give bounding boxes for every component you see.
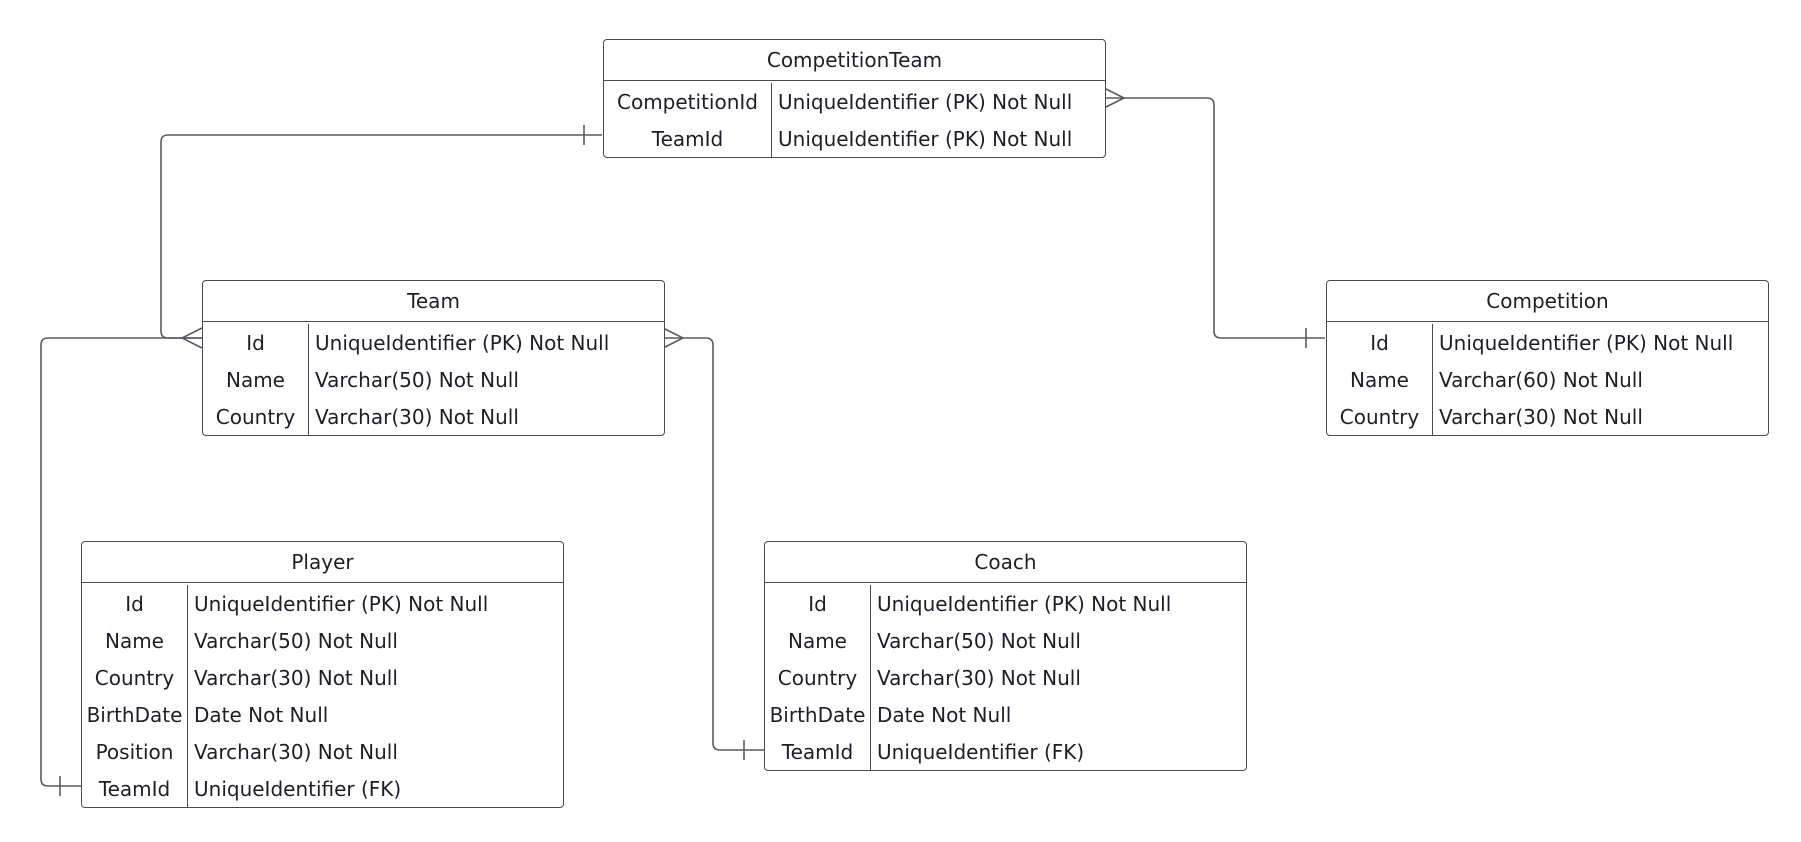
field-row: Name Varchar(50) Not Null	[82, 622, 563, 659]
entity-competitionteam[interactable]: CompetitionTeam CompetitionId UniqueIden…	[603, 39, 1106, 158]
field-type: Varchar(30) Not Null	[315, 404, 519, 429]
entity-title: Player	[82, 542, 563, 583]
entity-title: Coach	[765, 542, 1246, 583]
field-row: Country Varchar(30) Not Null	[1327, 398, 1768, 435]
field-type: Varchar(60) Not Null	[1439, 367, 1643, 392]
field-row: Name Varchar(50) Not Null	[765, 622, 1246, 659]
field-name: CompetitionId	[604, 83, 772, 120]
field-name: Id	[765, 585, 871, 622]
field-type: Varchar(50) Not Null	[877, 628, 1081, 653]
field-name: Name	[203, 361, 309, 398]
field-name: Name	[765, 622, 871, 659]
field-row: Id UniqueIdentifier (PK) Not Null	[765, 585, 1246, 622]
many-crowfoot-marker	[662, 327, 685, 349]
field-row: BirthDate Date Not Null	[765, 696, 1246, 733]
field-name: Country	[1327, 398, 1433, 435]
field-row: CompetitionId UniqueIdentifier (PK) Not …	[604, 83, 1105, 120]
field-type: Varchar(30) Not Null	[194, 665, 398, 690]
relationship-competition-competitionteam	[1103, 87, 1325, 348]
field-type: UniqueIdentifier (PK) Not Null	[877, 591, 1172, 616]
field-name: Name	[1327, 361, 1433, 398]
field-name: TeamId	[82, 770, 188, 807]
field-name: Position	[82, 733, 188, 770]
entity-player[interactable]: Player Id UniqueIdentifier (PK) Not Null…	[81, 541, 564, 808]
relationship-team-player	[40, 337, 202, 796]
field-name: Id	[203, 324, 309, 361]
field-name: Country	[203, 398, 309, 435]
field-name: TeamId	[765, 733, 871, 770]
field-name: TeamId	[604, 120, 772, 157]
field-row: Country Varchar(30) Not Null	[203, 398, 664, 435]
field-type: UniqueIdentifier (PK) Not Null	[1439, 330, 1734, 355]
entity-team[interactable]: Team Id UniqueIdentifier (PK) Not Null N…	[202, 280, 665, 436]
field-row: TeamId UniqueIdentifier (FK)	[765, 733, 1246, 770]
field-name: Country	[82, 659, 188, 696]
field-row: Country Varchar(30) Not Null	[82, 659, 563, 696]
field-type: UniqueIdentifier (FK)	[194, 776, 402, 801]
field-type: Date Not Null	[194, 702, 329, 727]
field-type: Varchar(30) Not Null	[1439, 404, 1643, 429]
field-type: UniqueIdentifier (PK) Not Null	[315, 330, 610, 355]
entity-title: Team	[203, 281, 664, 322]
entity-title: Competition	[1327, 281, 1768, 322]
field-name: Name	[82, 622, 188, 659]
field-type: UniqueIdentifier (PK) Not Null	[778, 89, 1073, 114]
field-row: Id UniqueIdentifier (PK) Not Null	[82, 585, 563, 622]
entity-coach[interactable]: Coach Id UniqueIdentifier (PK) Not Null …	[764, 541, 1247, 771]
field-type: Varchar(50) Not Null	[315, 367, 519, 392]
field-type: UniqueIdentifier (PK) Not Null	[778, 126, 1073, 151]
field-type: Varchar(30) Not Null	[877, 665, 1081, 690]
field-type: Date Not Null	[877, 702, 1012, 727]
field-row: Id UniqueIdentifier (PK) Not Null	[203, 324, 664, 361]
many-crowfoot-marker	[1103, 87, 1126, 109]
field-type: UniqueIdentifier (PK) Not Null	[194, 591, 489, 616]
field-name: Id	[82, 585, 188, 622]
field-type: UniqueIdentifier (FK)	[877, 739, 1085, 764]
entity-competition[interactable]: Competition Id UniqueIdentifier (PK) Not…	[1326, 280, 1769, 436]
field-row: Name Varchar(50) Not Null	[203, 361, 664, 398]
field-row: Country Varchar(30) Not Null	[765, 659, 1246, 696]
field-type: Varchar(50) Not Null	[194, 628, 398, 653]
field-row: TeamId UniqueIdentifier (FK)	[82, 770, 563, 807]
field-name: Country	[765, 659, 871, 696]
field-row: Position Varchar(30) Not Null	[82, 733, 563, 770]
field-name: BirthDate	[82, 696, 188, 733]
field-row: BirthDate Date Not Null	[82, 696, 563, 733]
relationship-team-coach	[662, 327, 764, 760]
field-row: Id UniqueIdentifier (PK) Not Null	[1327, 324, 1768, 361]
entity-title: CompetitionTeam	[604, 40, 1105, 81]
field-name: Id	[1327, 324, 1433, 361]
field-name: BirthDate	[765, 696, 871, 733]
field-row: TeamId UniqueIdentifier (PK) Not Null	[604, 120, 1105, 157]
field-type: Varchar(30) Not Null	[194, 739, 398, 764]
field-row: Name Varchar(60) Not Null	[1327, 361, 1768, 398]
